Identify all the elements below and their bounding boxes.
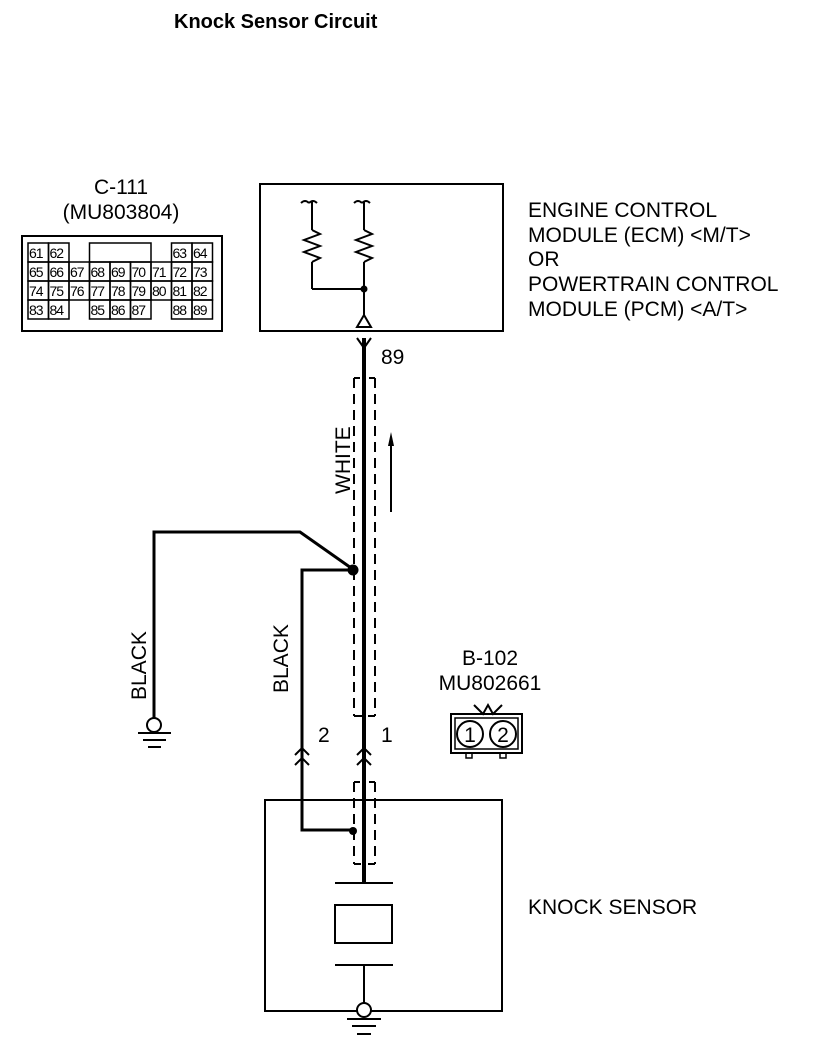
terminal-89-label: 89	[381, 346, 404, 369]
c111-pin-89: 89	[193, 302, 208, 318]
b102-part-number: MU802661	[439, 672, 542, 695]
ecm-ground-symbol-icon	[355, 313, 373, 328]
knock-sensor-label: KNOCK SENSOR	[528, 896, 697, 919]
resistor-supply-icon	[300, 200, 318, 204]
ecm-label-line-4: POWERTRAIN CONTROL	[528, 273, 778, 296]
c111-pin-76: 76	[70, 283, 85, 299]
sensor-ground-circle-icon	[356, 1002, 372, 1018]
ground-wire-black-2	[300, 568, 354, 832]
c111-pin-73: 73	[193, 264, 208, 280]
shield-upper	[353, 377, 376, 717]
c111-pin-cell	[129, 299, 152, 320]
ground-wire-black-1	[152, 530, 355, 718]
terminal-1-connector-icon	[356, 746, 372, 766]
c111-pin-77: 77	[91, 283, 106, 299]
piezo-element-icon	[334, 882, 393, 1003]
shield-splice-dot	[347, 564, 359, 576]
c111-pin-64: 64	[193, 245, 208, 261]
c111-pin-cell	[47, 299, 70, 320]
c111-pin-71: 71	[152, 264, 167, 280]
c111-pin-61: 61	[29, 245, 44, 261]
c111-pin-83: 83	[29, 302, 44, 318]
chassis-ground-icon	[138, 732, 171, 748]
b102-connector-face	[450, 702, 523, 759]
b102-pin-1: 1	[464, 724, 476, 747]
c111-pin-70: 70	[132, 264, 147, 280]
b102-pin-2: 2	[497, 724, 509, 747]
ecm-box	[259, 183, 504, 332]
c111-pin-cell	[191, 299, 214, 320]
c111-pin-87: 87	[132, 302, 147, 318]
ecm-label-line-2: MODULE (ECM) <M/T>	[528, 224, 751, 247]
c111-pin-62: 62	[50, 245, 65, 261]
terminal-2-label: 2	[318, 724, 330, 747]
c111-pin-69: 69	[111, 264, 126, 280]
c111-part-number: (MU803804)	[63, 201, 180, 224]
c111-pin-67: 67	[70, 264, 85, 280]
c111-pin-88: 88	[173, 302, 188, 318]
wire-color-black-label-2: BLACK	[270, 624, 293, 693]
c111-pin-78: 78	[111, 283, 126, 299]
c111-pin-82: 82	[193, 283, 208, 299]
diagram-title: Knock Sensor Circuit	[174, 11, 378, 33]
sensor-ground-icon	[347, 1018, 381, 1035]
wire-color-black-label-1: BLACK	[128, 631, 151, 700]
ecm-label-line-3: OR	[528, 248, 560, 271]
c111-key-block	[88, 242, 152, 263]
c111-pin-63: 63	[173, 245, 188, 261]
c111-pin-81: 81	[173, 283, 188, 299]
ecm-label-line-1: ENGINE CONTROL	[528, 199, 717, 222]
wire-color-white-label: WHITE	[332, 426, 355, 494]
ecm-label: ENGINE CONTROL MODULE (ECM) <M/T> OR POW…	[528, 199, 778, 321]
c111-pin-85: 85	[91, 302, 106, 318]
terminal-2-connector-icon	[294, 746, 310, 766]
c111-pin-79: 79	[132, 283, 147, 299]
ecm-internal-resistors	[300, 200, 375, 316]
c111-connector-id: C-111	[94, 176, 148, 199]
c111-connector-face: 61 62 63 64 65 66 67 68 69 70 71 72 73 74 75 76 77 78 79 80…	[21, 235, 223, 332]
signal-direction-arrow-icon	[388, 432, 394, 512]
chassis-ground-circle-icon	[146, 717, 162, 733]
c111-pin-68: 68	[91, 264, 106, 280]
ecm-label-line-5: MODULE (PCM) <A/T>	[528, 298, 747, 321]
c111-pin-74: 74	[29, 283, 44, 299]
knock-sensor-box	[264, 799, 503, 1012]
c111-pin-72: 72	[173, 264, 188, 280]
c111-pin-75: 75	[50, 283, 65, 299]
terminal-1-label: 1	[381, 724, 393, 747]
ecm-junction-dot	[360, 285, 368, 293]
c111-pin-84: 84	[50, 302, 65, 318]
shield-lower	[353, 781, 376, 865]
c111-pin-65: 65	[29, 264, 44, 280]
c111-pin-66: 66	[50, 264, 65, 280]
c111-pin-86: 86	[111, 302, 126, 318]
c111-pin-80: 80	[152, 283, 167, 299]
b102-connector-id: B-102	[462, 647, 518, 670]
